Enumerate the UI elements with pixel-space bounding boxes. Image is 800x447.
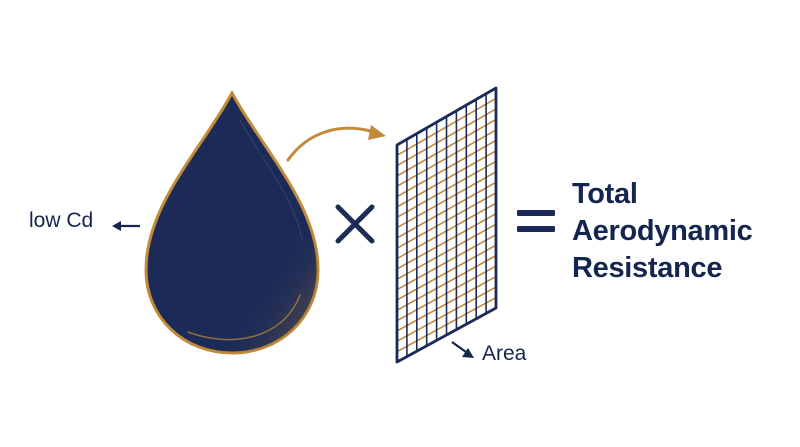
grid-panel-icon [395,86,498,364]
multiply-icon [335,204,375,244]
arrow-down-right-icon [451,341,474,358]
arrow-left-icon [112,221,140,231]
result-heading: Total Aerodynamic Resistance [572,176,753,287]
curved-arrow-icon [286,125,386,162]
equals-icon [517,210,555,232]
area-label: Area [482,342,527,365]
drag-coefficient-label: low Cd [29,209,94,232]
result-line-2: Aerodynamic [572,215,753,247]
result-line-3: Resistance [572,252,723,284]
result-line-1: Total [572,178,638,210]
grid-frame [395,86,498,364]
teardrop-icon [144,89,320,355]
